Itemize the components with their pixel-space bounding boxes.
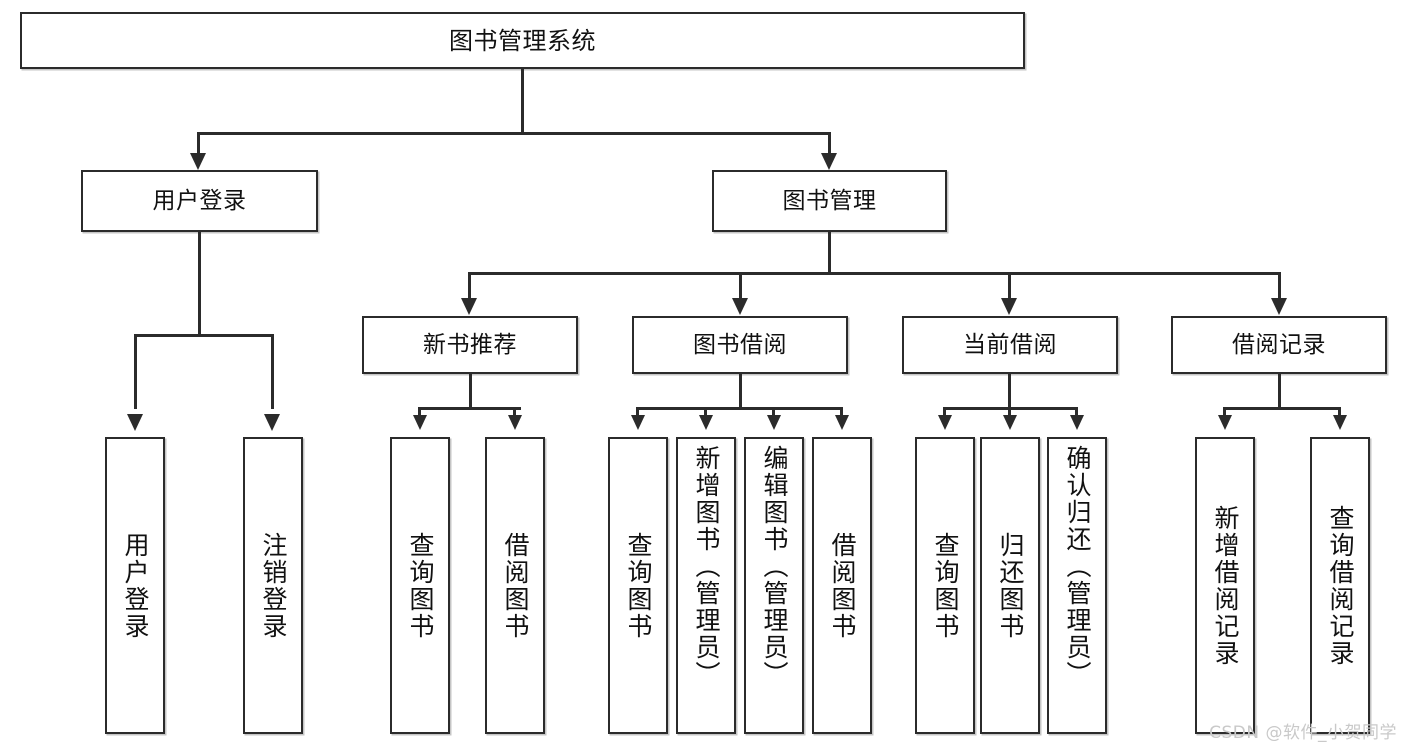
node-label: 查询图书 — [931, 531, 960, 640]
connector-new-book-bus — [418, 407, 521, 410]
leaf-query-book-borrow[interactable]: 查询图书 — [608, 437, 668, 734]
connector-level1-bus — [197, 132, 830, 135]
leaf-query-book-recommend[interactable]: 查询图书 — [390, 437, 450, 734]
connector-to-user-login — [197, 132, 200, 156]
arrowhead-leaf-borrow-book-2 — [835, 415, 849, 430]
node-label: 归还图书 — [996, 531, 1025, 640]
arrowhead-to-new-book — [461, 298, 477, 315]
connector-user-login-stem — [198, 232, 201, 336]
connector-new-book-stem — [469, 374, 472, 409]
connector-new-book-drop-2 — [513, 407, 516, 417]
arrowhead-leaf-query-book-3 — [938, 415, 952, 430]
watermark-text: CSDN @软件_小贺同学 — [1209, 723, 1397, 743]
node-label: 新书推荐 — [423, 331, 517, 358]
connector-new-book-drop-1 — [418, 407, 421, 417]
arrowhead-leaf-confirm-return — [1070, 415, 1084, 430]
node-label: 当前借阅 — [963, 331, 1057, 358]
connector-book-borrow-drop-3 — [772, 407, 775, 417]
connector-to-current-borrow — [1008, 272, 1011, 300]
arrowhead-leaf-query-record — [1333, 415, 1347, 430]
node-new-book-recommend[interactable]: 新书推荐 — [362, 316, 578, 374]
arrowhead-leaf-query-book-1 — [413, 415, 427, 430]
node-label: 用户登录 — [152, 187, 247, 214]
connector-level3-bus — [468, 272, 1280, 275]
connector-current-borrow-drop-2 — [1008, 407, 1011, 417]
node-label: 编辑图书（管理员） — [760, 445, 789, 688]
leaf-query-book-current[interactable]: 查询图书 — [915, 437, 975, 734]
leaf-borrow-book-recommend[interactable]: 借阅图书 — [485, 437, 545, 734]
connector-book-borrow-bus — [636, 407, 842, 410]
node-label: 注销登录 — [259, 531, 288, 640]
arrowhead-to-book-borrow — [732, 298, 748, 315]
node-label: 借阅图书 — [501, 531, 530, 640]
arrowhead-to-current-borrow — [1001, 298, 1017, 315]
connector-to-borrow-record — [1278, 272, 1281, 300]
arrowhead-leaf-return-book — [1003, 415, 1017, 430]
connector-to-book-management — [828, 132, 831, 156]
leaf-query-borrow-record[interactable]: 查询借阅记录 — [1310, 437, 1370, 734]
node-label: 确认归还（管理员） — [1063, 445, 1092, 688]
connector-book-borrow-drop-1 — [636, 407, 639, 417]
leaf-return-book[interactable]: 归还图书 — [980, 437, 1040, 734]
node-label: 借阅记录 — [1232, 331, 1326, 358]
arrowhead-leaf-add-book — [699, 415, 713, 430]
connector-to-new-book — [468, 272, 471, 300]
node-current-borrow[interactable]: 当前借阅 — [902, 316, 1118, 374]
node-label: 查询借阅记录 — [1326, 504, 1355, 667]
arrowhead-leaf-add-record — [1218, 415, 1232, 430]
arrowhead-leaf-query-book-2 — [631, 415, 645, 430]
leaf-user-login[interactable]: 用户登录 — [105, 437, 165, 734]
arrowhead-to-user-login — [190, 153, 206, 170]
node-label: 图书管理系统 — [449, 26, 596, 55]
leaf-add-borrow-record[interactable]: 新增借阅记录 — [1195, 437, 1255, 734]
node-root-book-management-system[interactable]: 图书管理系统 — [20, 12, 1025, 69]
connector-book-borrow-drop-2 — [704, 407, 707, 417]
node-label: 查询图书 — [406, 531, 435, 640]
connector-current-borrow-stem — [1008, 374, 1011, 409]
connector-book-management-stem — [828, 232, 831, 274]
arrowhead-leaf-edit-book — [767, 415, 781, 430]
node-label: 新增借阅记录 — [1211, 504, 1240, 667]
connector-user-login-drop-1 — [134, 334, 137, 409]
connector-borrow-record-bus — [1223, 407, 1341, 410]
node-label: 借阅图书 — [828, 531, 857, 640]
leaf-add-book[interactable]: 新增图书（管理员） — [676, 437, 736, 734]
arrowhead-leaf-logout — [264, 414, 280, 431]
leaf-logout[interactable]: 注销登录 — [243, 437, 303, 734]
connector-borrow-record-drop-1 — [1223, 407, 1226, 417]
leaf-edit-book[interactable]: 编辑图书（管理员） — [744, 437, 804, 734]
connector-current-borrow-drop-3 — [1075, 407, 1078, 417]
arrowhead-to-borrow-record — [1271, 298, 1287, 315]
node-label: 用户登录 — [121, 531, 150, 640]
node-book-management[interactable]: 图书管理 — [712, 170, 947, 232]
connector-to-book-borrow — [739, 272, 742, 300]
arrowhead-to-book-management — [821, 153, 837, 170]
connector-book-borrow-stem — [739, 374, 742, 409]
connector-user-login-bus — [134, 334, 272, 337]
node-label: 查询图书 — [624, 531, 653, 640]
arrowhead-leaf-user-login — [127, 414, 143, 431]
node-book-borrow[interactable]: 图书借阅 — [632, 316, 848, 374]
connector-borrow-record-stem — [1278, 374, 1281, 409]
connector-book-borrow-drop-4 — [840, 407, 843, 417]
node-label: 图书借阅 — [693, 331, 787, 358]
connector-current-borrow-drop-1 — [943, 407, 946, 417]
connector-root-stem — [521, 69, 524, 133]
node-borrow-record[interactable]: 借阅记录 — [1171, 316, 1387, 374]
node-label: 图书管理 — [782, 187, 877, 214]
leaf-borrow-book[interactable]: 借阅图书 — [812, 437, 872, 734]
connector-borrow-record-drop-2 — [1338, 407, 1341, 417]
connector-user-login-drop-2 — [271, 334, 274, 409]
node-label: 新增图书（管理员） — [692, 445, 721, 688]
arrowhead-leaf-borrow-book-1 — [508, 415, 522, 430]
leaf-confirm-return[interactable]: 确认归还（管理员） — [1047, 437, 1107, 734]
node-user-login[interactable]: 用户登录 — [81, 170, 318, 232]
